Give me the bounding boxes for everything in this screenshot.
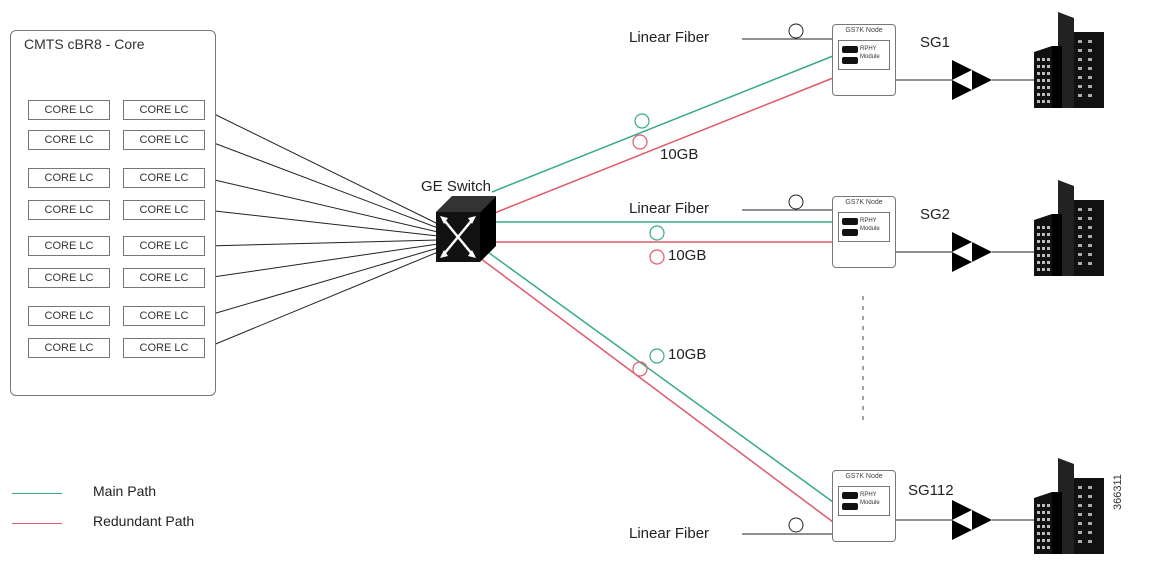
core-line-card: CORE LC xyxy=(28,130,110,150)
linear-fiber-lines xyxy=(742,23,833,535)
fiber-connectors-green xyxy=(634,113,665,364)
rphy-module: RPHY Module xyxy=(838,212,890,242)
link-label-1: 10GB xyxy=(660,146,699,163)
lc-link-line xyxy=(205,109,439,225)
lc-link-line xyxy=(205,139,439,229)
link-label-3: 10GB xyxy=(668,346,707,363)
core-line-card: CORE LC xyxy=(28,200,110,220)
node-title: GS7K Node xyxy=(845,27,883,34)
amplifier-icon xyxy=(952,232,992,272)
rphy-module: RPHY Module xyxy=(838,486,890,516)
node-to-amplifier-lines xyxy=(896,79,1040,521)
core-line-card: CORE LC xyxy=(28,100,110,120)
core-line-card: CORE LC xyxy=(28,338,110,358)
sg-label-3: SG112 xyxy=(908,482,954,499)
lc-to-switch-links xyxy=(205,109,439,349)
buildings xyxy=(1034,12,1104,554)
fiber-label-1: Linear Fiber xyxy=(629,29,710,46)
redundant-path-lines xyxy=(479,77,834,523)
building-icon xyxy=(1034,12,1104,108)
legend-redundant-label: Redundant Path xyxy=(93,513,195,529)
amplifiers xyxy=(952,60,992,540)
sg-label-1: SG1 xyxy=(920,34,951,51)
rphy-node-1: GS7K Node RPHY Module xyxy=(832,24,896,96)
fiber-label-2: Linear Fiber xyxy=(629,200,710,217)
core-line-card: CORE LC xyxy=(28,268,110,288)
node-title: GS7K Node xyxy=(845,473,883,480)
rphy-node-2: GS7K Node RPHY Module xyxy=(832,196,896,268)
rphy-module: RPHY Module xyxy=(838,40,890,70)
node-title: GS7K Node xyxy=(845,199,883,206)
cmts-title: CMTS cBR8 - Core xyxy=(24,36,145,52)
core-line-card: CORE LC xyxy=(28,236,110,256)
main-path-lines xyxy=(484,55,834,503)
fiber-label-3: Linear Fiber xyxy=(629,525,710,542)
figure-id: 366311 xyxy=(1112,474,1124,510)
core-line-card: CORE LC xyxy=(28,306,110,326)
link-label-2: 10GB xyxy=(668,247,707,264)
switch-label: GE Switch xyxy=(421,178,492,195)
building-icon xyxy=(1034,180,1104,276)
core-line-card: CORE LC xyxy=(123,168,205,188)
rphy-node-3: GS7K Node RPHY Module xyxy=(832,470,896,542)
module-label: RPHY Module xyxy=(860,46,880,60)
core-line-card: CORE LC xyxy=(123,268,205,288)
core-line-card: CORE LC xyxy=(28,168,110,188)
building-icon xyxy=(1034,458,1104,554)
legend-main-label: Main Path xyxy=(93,483,157,499)
module-label: RPHY Module xyxy=(860,218,880,232)
core-line-card: CORE LC xyxy=(123,200,205,220)
core-line-card: CORE LC xyxy=(123,306,205,326)
core-line-card: CORE LC xyxy=(123,100,205,120)
lc-link-line xyxy=(205,251,439,349)
sg-label-2: SG2 xyxy=(920,206,951,223)
lc-link-line xyxy=(205,209,439,237)
core-line-card: CORE LC xyxy=(123,130,205,150)
amplifier-icon xyxy=(952,500,992,540)
core-line-card: CORE LC xyxy=(123,338,205,358)
fiber-connectors-red xyxy=(632,134,665,377)
lc-link-line xyxy=(205,239,439,247)
legend-main-swatch xyxy=(12,493,62,494)
lc-link-line xyxy=(205,243,439,279)
legend-redundant-swatch xyxy=(12,523,62,524)
amplifier-icon xyxy=(952,60,992,100)
lc-link-line xyxy=(205,247,439,317)
module-label: RPHY Module xyxy=(860,492,880,506)
lc-link-line xyxy=(205,177,439,233)
switch-icon xyxy=(436,196,496,262)
core-line-card: CORE LC xyxy=(123,236,205,256)
